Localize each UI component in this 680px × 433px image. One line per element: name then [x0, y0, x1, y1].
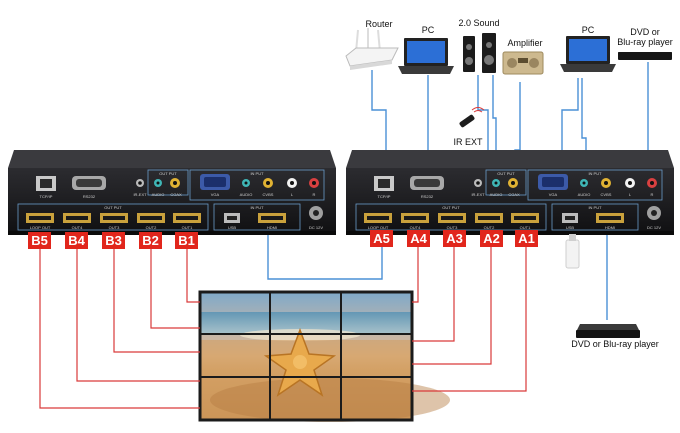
router-icon	[345, 28, 399, 70]
port-label-cvbs-right: CVBS	[601, 192, 612, 197]
port-label-r-left: R	[313, 192, 316, 197]
port-label-out3-right: OUT3	[447, 225, 458, 230]
port-label-vga-left: VGA	[211, 192, 220, 197]
port-label-l-right: L	[629, 192, 632, 197]
port-label-loopout-right: LOOP OUT	[368, 225, 389, 230]
tag-a2: A2	[480, 230, 503, 247]
port-label-output-right: OUT PUT	[497, 171, 515, 176]
tag-b1: B1	[175, 232, 198, 249]
port-label-coax-right: COAX	[508, 192, 520, 197]
port-label-audio-left: AUDIO	[152, 192, 165, 197]
port-label-audio2-right: AUDIO	[578, 192, 591, 197]
tag-a1: A1	[515, 230, 538, 247]
port-label-input-right: IN PUT	[588, 171, 602, 176]
usb-drive-icon	[565, 234, 580, 269]
port-label-rs232-right: RS232	[421, 194, 434, 199]
port-label-irext-right: IR-EXT	[471, 192, 485, 197]
tag-b3: B3	[102, 232, 125, 249]
port-label-coax-left: COAX	[170, 192, 182, 197]
port-label-irext-left: IR-EXT	[133, 192, 147, 197]
port-label-out3-left: OUT3	[109, 225, 120, 230]
port-label-rs232-left: RS232	[83, 194, 96, 199]
dvd-top-label: DVD or Blu-ray player	[617, 27, 673, 47]
port-label-outgroup-right: OUT PUT	[442, 205, 460, 210]
left-device	[8, 150, 336, 235]
port-label-usb-left: USB	[228, 225, 237, 230]
port-label-out2-right: OUT2	[484, 225, 495, 230]
right-device	[346, 150, 674, 235]
pc-top-label: PC	[421, 25, 435, 35]
tag-a4: A4	[407, 230, 430, 247]
port-label-out1-right: OUT1	[520, 225, 531, 230]
port-label-loopout-left: LOOP OUT	[30, 225, 51, 230]
tag-b4: B4	[65, 232, 88, 249]
port-label-tcpip-left: TCP/IP	[40, 194, 53, 199]
port-label-dc-left: DC 12V	[309, 225, 323, 230]
port-label-outgroup-left: OUT PUT	[104, 205, 122, 210]
port-label-usb-right: USB	[566, 225, 575, 230]
tag-a5: A5	[370, 230, 393, 247]
ir-ext-label: IR EXT	[453, 137, 483, 147]
sound-label: 2.0 Sound	[458, 18, 500, 28]
amplifier-icon	[502, 51, 544, 75]
port-label-l-left: L	[291, 192, 294, 197]
port-label-output-left: OUT PUT	[159, 171, 177, 176]
speaker-icon	[463, 33, 496, 73]
pc-right-icon	[560, 36, 616, 72]
tag-b5: B5	[28, 232, 51, 249]
tag-a3: A3	[443, 230, 466, 247]
ir-receiver-icon	[459, 107, 485, 128]
port-label-ingroup-left: IN PUT	[250, 205, 264, 210]
tag-b2: B2	[139, 232, 162, 249]
pc-right-label: PC	[581, 25, 595, 35]
output-wires	[39, 246, 527, 409]
port-label-r-right: R	[651, 192, 654, 197]
port-label-input-left: IN PUT	[250, 171, 264, 176]
dvd-player-bottom-icon	[576, 324, 640, 338]
video-wall	[198, 290, 450, 422]
port-label-out1-left: OUT1	[182, 225, 193, 230]
router-label: Router	[365, 19, 393, 29]
port-label-out2-left: OUT2	[146, 225, 157, 230]
port-label-hdmi-left: HDMI	[267, 225, 277, 230]
port-label-dc-right: DC 12V	[647, 225, 661, 230]
port-label-out4-right: OUT4	[410, 225, 421, 230]
pc-top-icon	[398, 38, 454, 74]
port-label-ingroup-right: IN PUT	[588, 205, 602, 210]
amplifier-label: Amplifier	[507, 38, 543, 48]
port-label-audio2-left: AUDIO	[240, 192, 253, 197]
port-label-out4-left: OUT4	[72, 225, 83, 230]
port-label-tcpip-right: TCP/IP	[378, 194, 391, 199]
port-label-audio-right: AUDIO	[490, 192, 503, 197]
port-label-cvbs-left: CVBS	[263, 192, 274, 197]
starfish-image	[263, 327, 337, 397]
dvd-bottom-label: DVD or Blu-ray player	[571, 339, 659, 349]
dvd-player-top-icon	[618, 52, 672, 60]
port-label-vga-right: VGA	[549, 192, 558, 197]
port-label-hdmi-right: HDMI	[605, 225, 615, 230]
